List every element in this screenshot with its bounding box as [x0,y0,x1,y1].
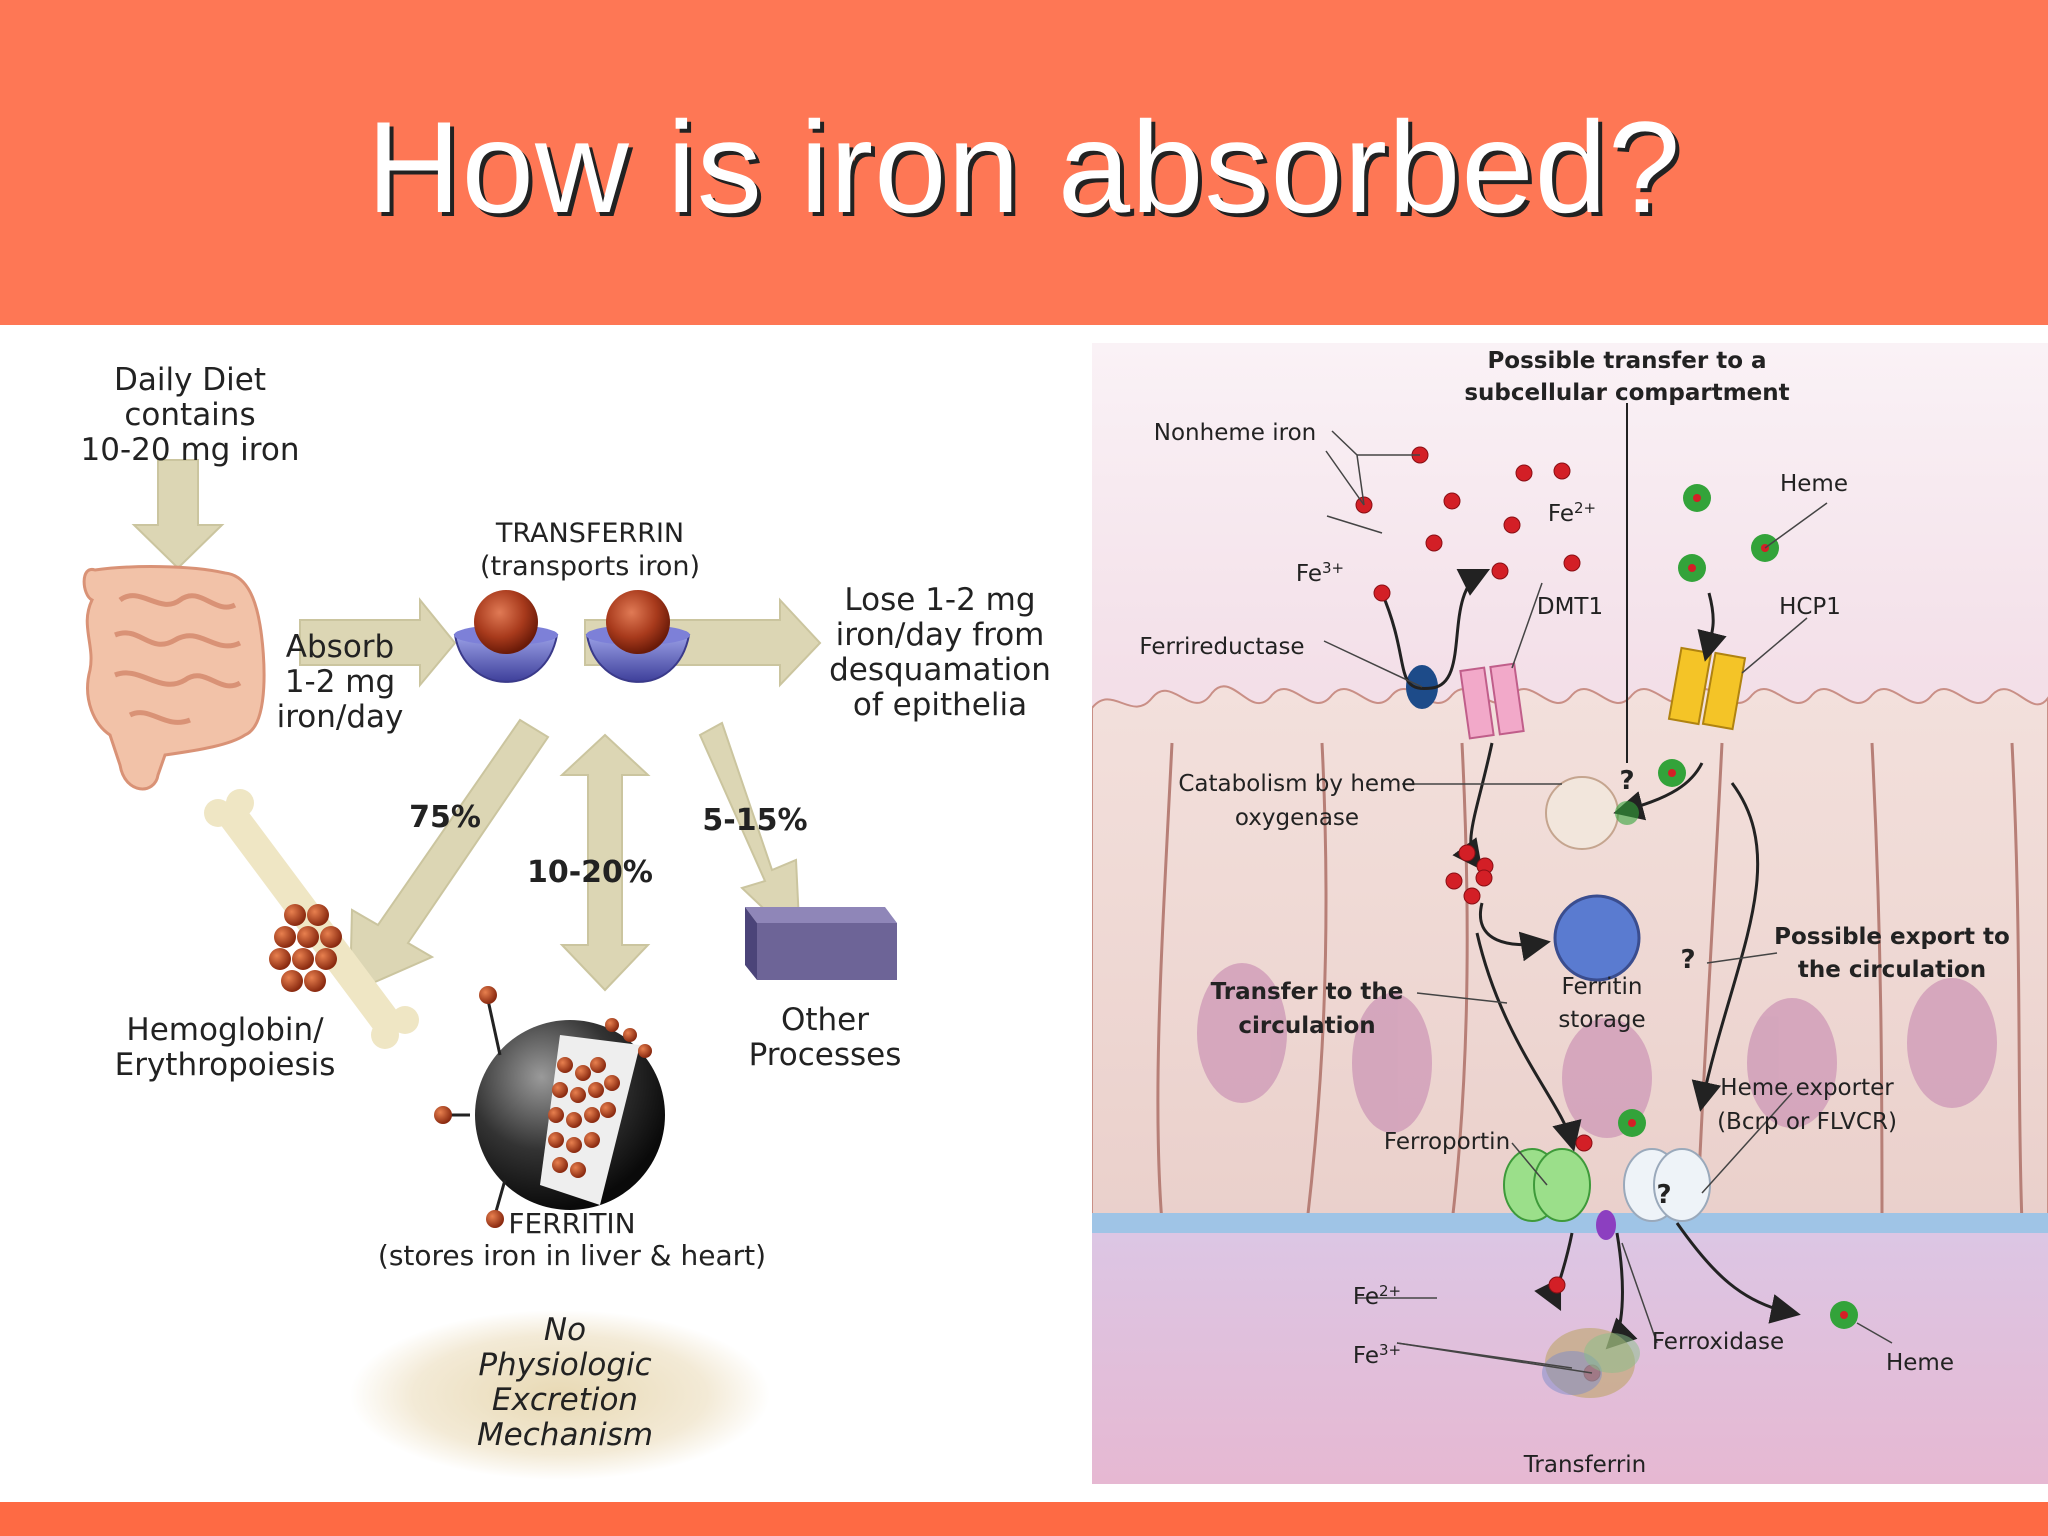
possible-transfer-line1: Possible transfer to a [1487,348,1766,374]
daily-diet-line1: Daily Diet [114,362,266,398]
ferritin-title: FERRITIN [508,1207,635,1240]
transfer-circ-line1: Transfer to the [1211,979,1404,1005]
bone-illustration [204,789,419,1049]
daily-diet-line2: contains [124,397,255,433]
ferroxidase-protein [1596,1210,1616,1240]
ferritin-storage-line2: storage [1558,1007,1645,1033]
pct-other: 5-15% [702,803,807,838]
heme-exporter-line1: Heme exporter [1720,1075,1894,1101]
question-mark-2: ? [1680,945,1695,975]
hemoglobin-line2: Erythropoiesis [115,1047,336,1083]
possible-export-line2: the circulation [1798,957,1986,983]
lose-line3: desquamation [829,652,1051,688]
basement-membrane [1092,1213,2048,1233]
catabolism-line1: Catabolism by heme [1178,771,1415,797]
lose-line4: of epithelia [853,687,1027,723]
absorb-line1: Absorb [286,629,394,665]
other-processes-box [745,907,897,980]
other-line1: Other [781,1002,869,1038]
heme-bottom-label: Heme [1886,1350,1954,1376]
arrow-other [698,721,802,946]
transferrin-title: TRANSFERRIN [495,518,684,549]
arrow-hemoglobin [348,718,550,995]
excretion-glow [350,1310,770,1480]
possible-export-line1: Possible export to [1774,924,2010,950]
daily-diet-line3: 10-20 mg iron [81,432,300,468]
lose-line2: iron/day from [836,617,1045,653]
fe3-bottom-label: Fe3+ [1353,1341,1401,1369]
no-excretion-line4: Mechanism [477,1417,653,1453]
enterocyte-iron-absorption-diagram: Possible transfer to a subcellular compa… [1092,343,2048,1484]
transferrin-protein [1542,1328,1640,1398]
ferritin-storage-body [1553,894,1641,982]
hcp1-transporter [1667,646,1747,731]
ferritin-storage-line1: Ferritin [1561,974,1642,1000]
transferrin-label: Transferrin [1523,1452,1647,1478]
no-excretion-line1: No [544,1312,586,1348]
question-mark-3: ? [1656,1180,1671,1210]
no-excretion-line3: Excretion [492,1382,638,1418]
fe3-top-label: Fe3+ [1296,559,1344,587]
iron-balance-diagram: Daily Diet contains 10-20 mg iron TRANSF… [81,362,1051,1480]
arrow-absorb [299,597,457,688]
transfer-circ-line2: circulation [1238,1013,1375,1039]
intestine-illustration [82,565,266,791]
hcp1-label: HCP1 [1779,594,1841,620]
dmt1-label: DMT1 [1537,594,1603,620]
catabolism-line2: oxygenase [1235,805,1359,831]
fe2-bottom-label: Fe2+ [1353,1282,1401,1310]
dmt1-transporter [1459,662,1525,740]
slide-footer-bar [0,1502,2048,1536]
possible-transfer-line2: subcellular compartment [1464,380,1789,406]
absorb-line2: 1-2 mg [285,664,395,700]
heme-top-label: Heme [1780,471,1848,497]
ferroxidase-label: Ferroxidase [1652,1329,1784,1355]
heme-exporter-protein [1623,1148,1711,1222]
no-excretion-line2: Physiologic [478,1347,651,1383]
ferroportin-transporter [1503,1148,1591,1222]
nonheme-label: Nonheme iron [1154,420,1316,446]
other-line2: Processes [749,1037,902,1073]
lose-line1: Lose 1-2 mg [844,582,1035,618]
ferritin-illustration [434,986,665,1228]
heme-oxygenase-vesicle [1545,776,1619,850]
transferrin-illustration [453,590,691,683]
slide-title: How is iron absorbed? [366,94,1682,240]
arrow-ferritin-bidir [559,733,651,992]
arrow-diet-down [131,459,225,570]
ferrireductase-label: Ferrireductase [1139,634,1304,660]
fe2-top-label: Fe2+ [1548,499,1596,527]
ferritin-sub: (stores iron in liver & heart) [378,1239,766,1272]
slide-header: How is iron absorbed? [0,0,2048,325]
pct-ferritin: 10-20% [527,855,653,890]
hemoglobin-line1: Hemoglobin/ [126,1012,324,1048]
heme-exporter-line2: (Bcrp or FLVCR) [1717,1109,1897,1135]
absorb-line3: iron/day [277,699,404,735]
transferrin-sub: (transports iron) [480,551,700,582]
ferroportin-label: Ferroportin [1384,1129,1510,1155]
question-mark-1: ? [1619,766,1634,796]
pct-hemoglobin: 75% [409,800,481,835]
